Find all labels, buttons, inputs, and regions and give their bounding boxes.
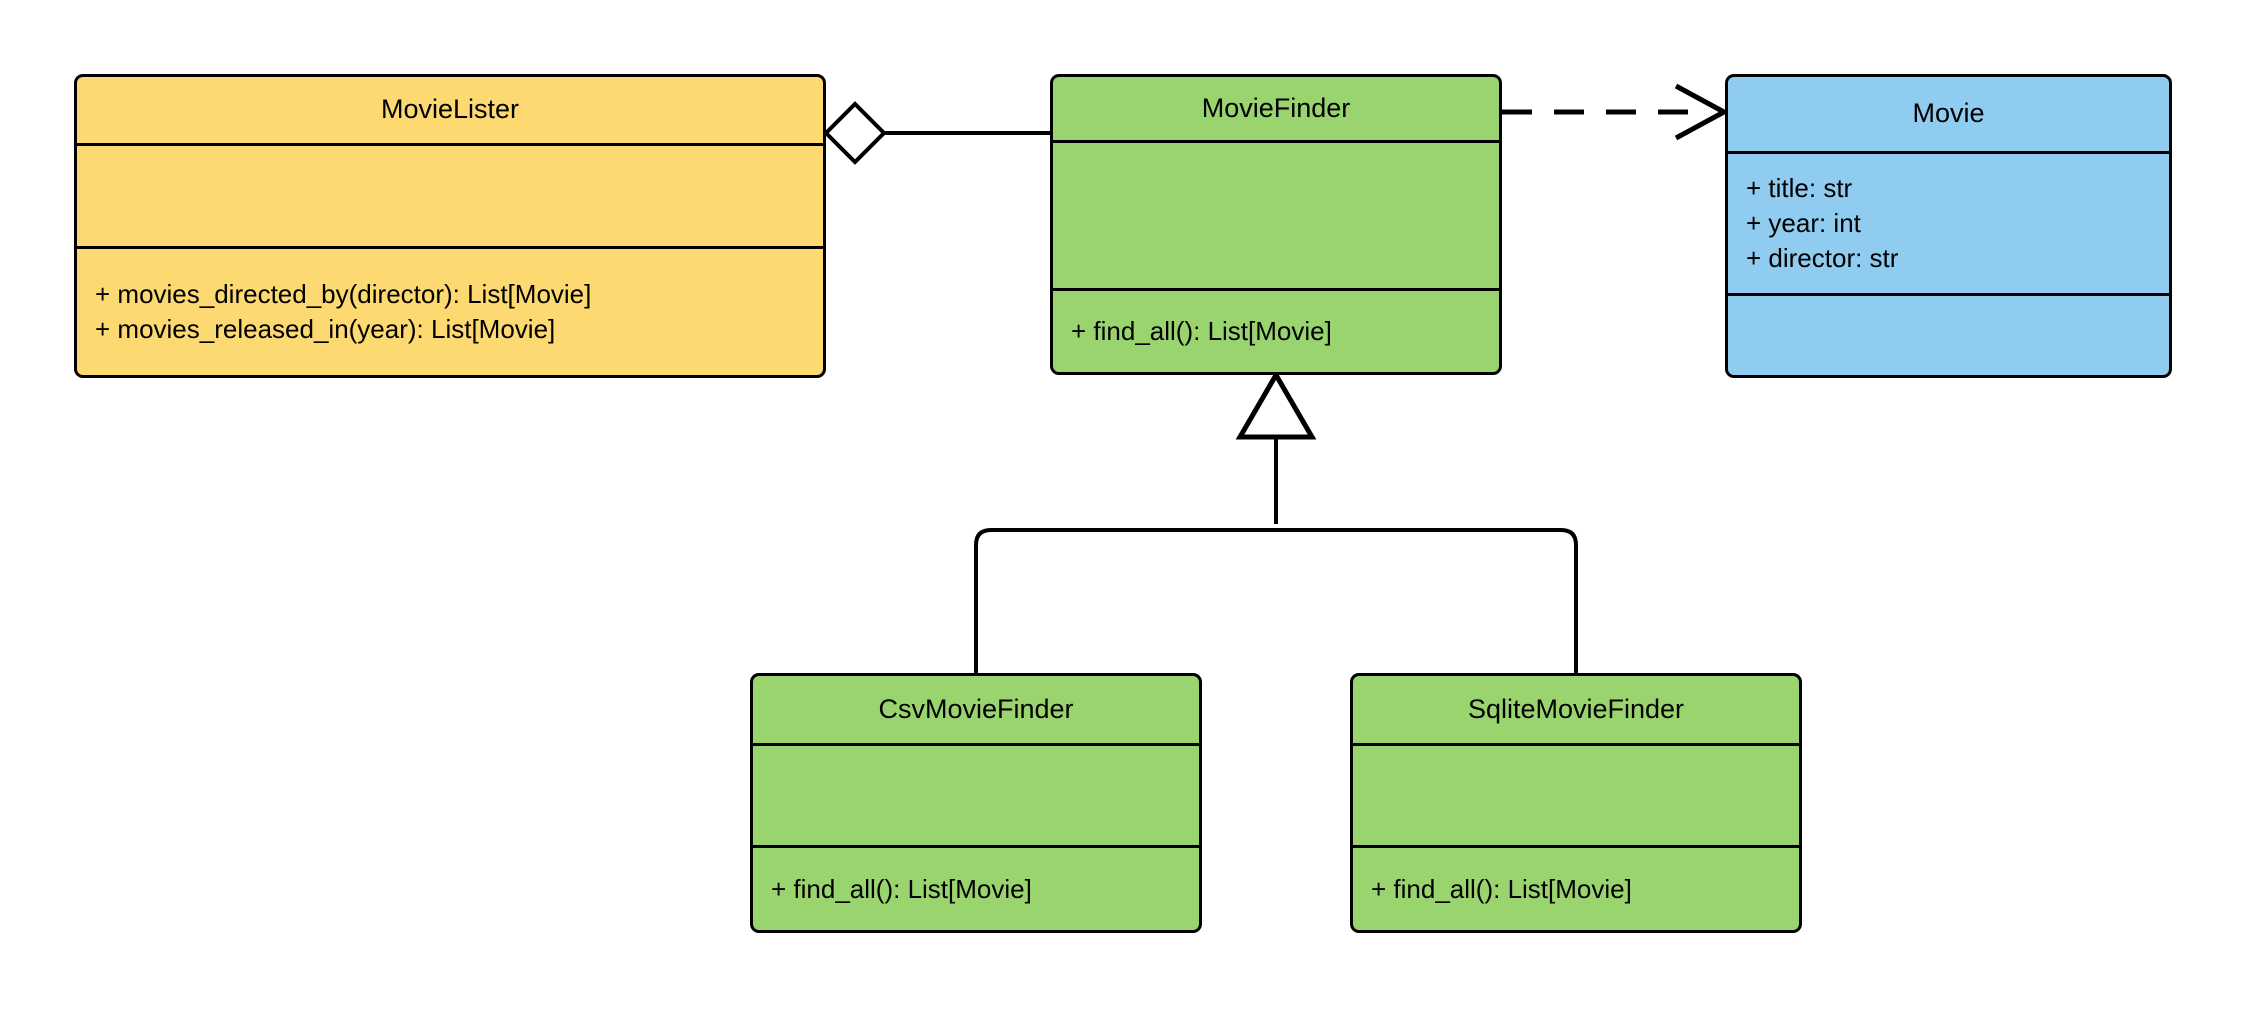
methods-compartment: + find_all(): List[Movie] bbox=[1353, 845, 1799, 930]
class-name-label: CsvMovieFinder bbox=[878, 693, 1074, 724]
class-name-compartment: MovieFinder bbox=[1053, 77, 1499, 140]
class-name-compartment: CsvMovieFinder bbox=[753, 676, 1199, 743]
method-item: + find_all(): List[Movie] bbox=[771, 873, 1032, 904]
method-item: + movies_released_in(year): List[Movie] bbox=[95, 314, 556, 344]
class-name-compartment: Movie bbox=[1728, 77, 2169, 151]
method-item: + find_all(): List[Movie] bbox=[1371, 873, 1632, 904]
attributes-compartment bbox=[1053, 140, 1499, 288]
attributes-compartment bbox=[77, 143, 823, 246]
attributes-compartment bbox=[1353, 743, 1799, 845]
hollow-triangle-icon bbox=[1235, 370, 1317, 440]
class-name-label: SqliteMovieFinder bbox=[1467, 693, 1685, 724]
methods-compartment: + find_all(): List[Movie] bbox=[753, 845, 1199, 930]
methods-compartment: + find_all(): List[Movie] bbox=[1053, 288, 1499, 372]
class-name-compartment: SqliteMovieFinder bbox=[1353, 676, 1799, 743]
class-box-movie[interactable]: Movie + title: str + year: int + directo… bbox=[1725, 74, 2172, 378]
class-box-sqlite-movie-finder[interactable]: SqliteMovieFinder + find_all(): List[Mov… bbox=[1350, 673, 1802, 933]
generalization-tree bbox=[974, 370, 1578, 673]
attribute-item: + director: str bbox=[1746, 242, 1899, 273]
open-arrow-icon bbox=[1674, 83, 1730, 141]
method-item: + find_all(): List[Movie] bbox=[1071, 316, 1332, 347]
methods-compartment bbox=[1728, 293, 2169, 375]
attribute-item: + title: str bbox=[1746, 173, 1853, 204]
attributes-compartment bbox=[753, 743, 1199, 845]
dependency-finder-movie bbox=[1502, 83, 1730, 141]
class-box-movie-finder[interactable]: MovieFinder + find_all(): List[Movie] bbox=[1050, 74, 1502, 375]
class-box-csv-movie-finder[interactable]: CsvMovieFinder + find_all(): List[Movie] bbox=[750, 673, 1202, 933]
class-box-movie-lister[interactable]: MovieLister + movies_directed_by(directo… bbox=[74, 74, 826, 378]
class-name-label: MovieFinder bbox=[1201, 92, 1351, 123]
attribute-item: + year: int bbox=[1746, 208, 1861, 239]
hollow-diamond-icon bbox=[823, 101, 887, 165]
class-name-label: MovieLister bbox=[380, 94, 520, 125]
class-name-label: Movie bbox=[1912, 98, 1985, 129]
class-name-compartment: MovieLister bbox=[77, 77, 823, 143]
methods-compartment: + movies_directed_by(director): List[Mov… bbox=[77, 246, 823, 375]
generalization-bus bbox=[974, 528, 1578, 673]
attributes-compartment: + title: str + year: int + director: str bbox=[1728, 151, 2169, 293]
method-item: + movies_directed_by(director): List[Mov… bbox=[95, 279, 592, 310]
aggregation-lister-finder bbox=[823, 101, 1050, 165]
